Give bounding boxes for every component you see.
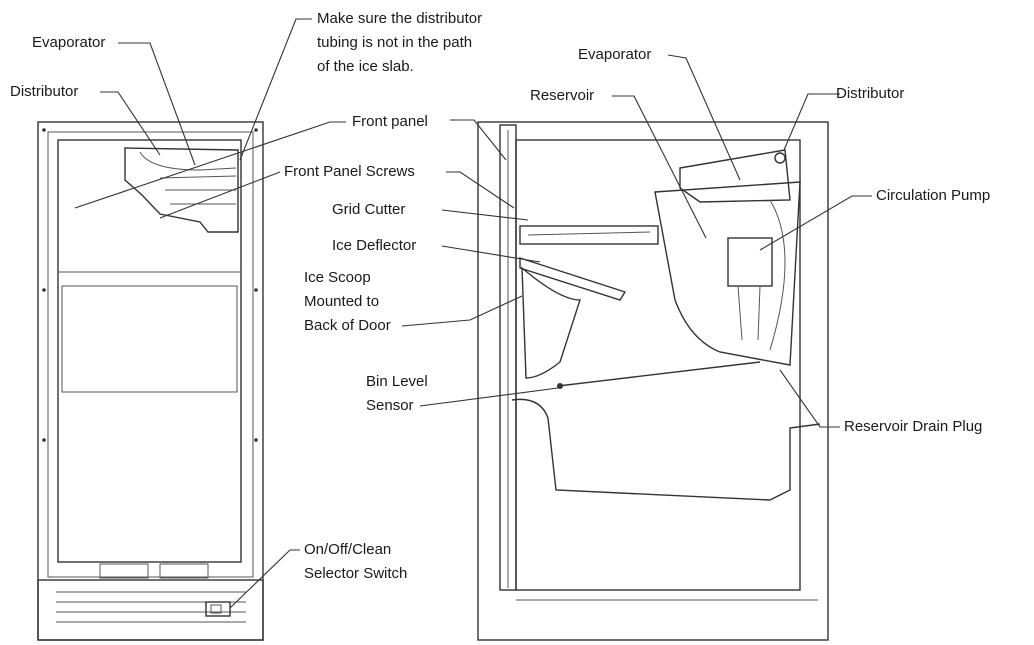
leader-circulation-pump xyxy=(759,195,872,251)
grid-cutter xyxy=(519,225,659,245)
label-distributor-left: Distributor xyxy=(10,83,79,100)
ice-scoop xyxy=(521,266,581,379)
label-grid-cutter: Grid Cutter xyxy=(332,201,406,218)
label-evaporator-right: Evaporator xyxy=(578,46,652,63)
screw-dot xyxy=(254,288,258,292)
leader-lines xyxy=(74,18,872,609)
label-ice-scoop-line1: Ice Scoop xyxy=(304,269,371,286)
leader-reservoir-drain-plug xyxy=(779,369,840,428)
label-ice-deflector: Ice Deflector xyxy=(332,237,417,254)
front-base-panel xyxy=(37,579,264,641)
side-interior xyxy=(515,139,801,591)
front-distributor-tube xyxy=(139,151,237,171)
label-ice-scoop-line3: Back of Door xyxy=(304,317,391,334)
label-note-line3: of the ice slab. xyxy=(317,58,414,75)
leader-ice-scoop xyxy=(401,295,523,327)
label-front-panel: Front panel xyxy=(352,113,428,130)
label-note-line1: Make sure the distributor xyxy=(317,10,483,27)
label-circulation-pump: Circulation Pump xyxy=(876,187,991,204)
grid-cutter-wires xyxy=(527,231,651,236)
ice-deflector xyxy=(519,257,627,301)
leader-front-panel-screws-right xyxy=(446,171,515,209)
screw-dot xyxy=(254,128,258,132)
leader-distributor-note xyxy=(239,18,312,161)
selector-switch xyxy=(205,601,231,617)
label-switch-line1: On/Off/Clean xyxy=(304,541,392,558)
leader-evaporator-left xyxy=(118,42,196,166)
front-ice-slab xyxy=(61,285,238,393)
screw-dot xyxy=(42,288,46,292)
reservoir xyxy=(654,181,801,366)
front-evaporator-assembly xyxy=(124,147,239,233)
front-view-unit xyxy=(37,121,264,641)
leader-distributor-right xyxy=(783,93,840,151)
label-front-panel-screws: Front Panel Screws xyxy=(284,163,415,180)
label-reservoir: Reservoir xyxy=(530,87,595,104)
leader-front-panel-right xyxy=(450,119,507,161)
leader-front-panel xyxy=(74,121,346,209)
leader-front-panel-screws-left xyxy=(159,171,281,219)
bin-level-sensor-tip xyxy=(557,383,563,389)
front-evaporator-fins xyxy=(159,175,237,205)
pump-tubing xyxy=(737,199,786,351)
leader-bin-level-sensor xyxy=(419,387,559,407)
label-ice-scoop-line2: Mounted to xyxy=(304,293,380,310)
screw-dot xyxy=(42,438,46,442)
leader-distributor-left xyxy=(100,91,161,156)
screw-dot xyxy=(42,128,46,132)
front-foot-block xyxy=(159,563,209,579)
label-distributor-right: Distributor xyxy=(836,85,905,102)
front-foot-block xyxy=(99,563,149,579)
label-note-line2: tubing is not in the path xyxy=(317,34,473,51)
circulation-pump xyxy=(727,237,773,287)
distributor-fitting xyxy=(774,152,786,164)
side-evaporator xyxy=(679,149,791,203)
label-bin-level-line1: Bin Level xyxy=(366,373,428,390)
leader-evaporator-right xyxy=(667,54,741,181)
leader-selector-switch xyxy=(229,549,300,609)
side-cabinet-outline xyxy=(477,121,829,641)
front-cabinet-inner-frame xyxy=(47,131,254,578)
label-switch-line2: Selector Switch xyxy=(304,565,408,582)
side-view-unit xyxy=(477,121,829,641)
label-reservoir-drain-plug: Reservoir Drain Plug xyxy=(844,418,983,435)
leader-ice-deflector xyxy=(441,245,541,263)
leader-reservoir xyxy=(612,95,707,239)
label-bin-level-line2: Sensor xyxy=(366,397,414,414)
selector-switch-rocker xyxy=(210,604,222,614)
leader-grid-cutter xyxy=(441,209,529,221)
bin-level-sensor xyxy=(557,361,761,387)
screw-dot xyxy=(254,438,258,442)
ice-bin xyxy=(511,398,821,501)
label-evaporator-left: Evaporator xyxy=(32,34,106,51)
